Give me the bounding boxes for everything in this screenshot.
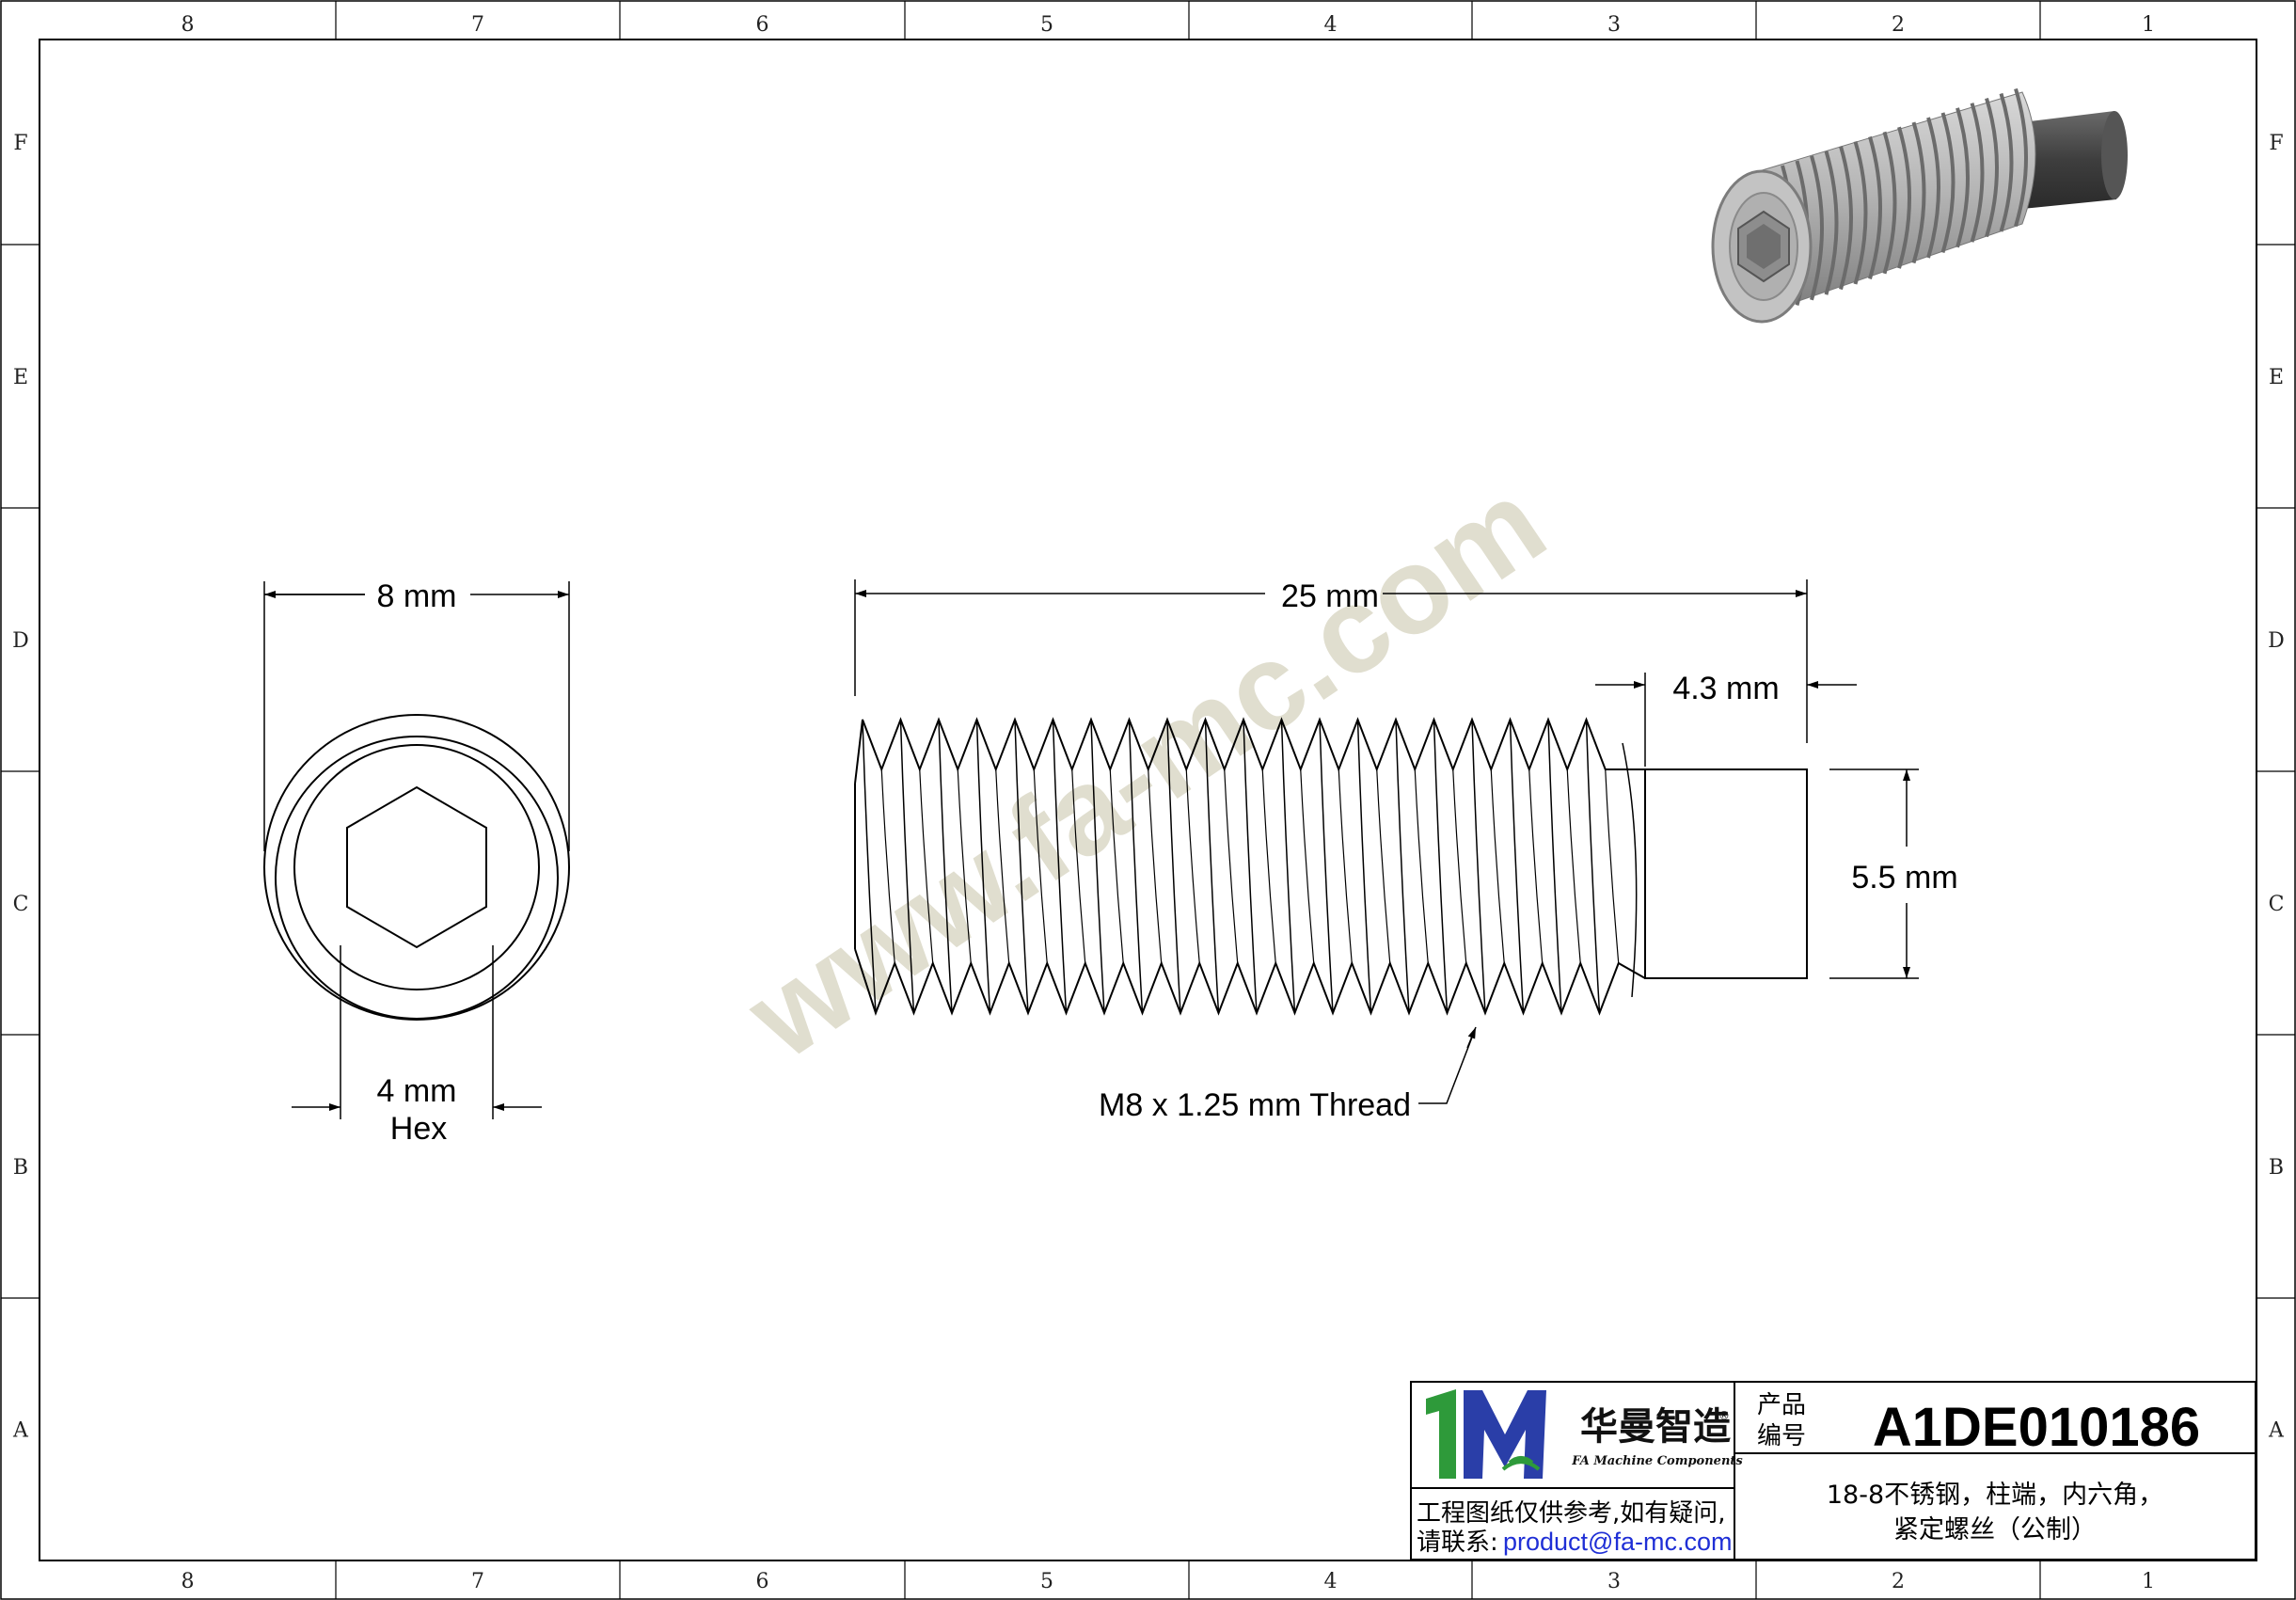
grid-row-label-left: C <box>13 893 29 916</box>
grid-row-label-right: F <box>2269 132 2283 155</box>
point-length-dimension <box>1595 673 1857 767</box>
diameter-dimension <box>263 581 570 851</box>
hex-label: 4 mm <box>377 1073 457 1109</box>
thread-callout-leader <box>1418 1026 1477 1104</box>
grid-row-label-left: E <box>13 366 28 389</box>
diameter-label: 8 mm <box>377 578 457 614</box>
thread-profile <box>854 717 1646 1017</box>
contact-email-link[interactable]: product@fa-mc.com <box>1503 1528 1732 1556</box>
reference-note-line1: 工程图纸仅供参考,如有疑问, <box>1417 1499 1726 1528</box>
grid-row-label-right: B <box>2269 1156 2284 1180</box>
logo-chinese-name: 华曼智造 <box>1580 1405 1731 1449</box>
part-number-label-line1: 产品 <box>1757 1391 1806 1419</box>
grid-column-label-top: 2 <box>1892 13 1905 37</box>
grid-column-label-top: 3 <box>1607 13 1621 37</box>
hex-dimension <box>292 945 542 1119</box>
grid-column-label-top: 6 <box>756 13 769 37</box>
logo-registered-mark: ® <box>1718 1409 1730 1422</box>
part-number: A1DE010186 <box>1873 1397 2200 1458</box>
grid-column-label-top: 1 <box>2142 13 2155 37</box>
grid-column-label-bottom: 6 <box>756 1570 769 1593</box>
point-diameter-dimension <box>1829 768 1919 979</box>
grid-column-label-bottom: 2 <box>1892 1570 1905 1593</box>
reference-note-line2: 请联系: <box>1417 1529 1498 1557</box>
logo-english-name: FA Machine Components <box>1571 1454 1743 1468</box>
length-label: 25 mm <box>1281 578 1379 614</box>
grid-column-label-bottom: 4 <box>1324 1570 1338 1593</box>
grid-column-label-bottom: 8 <box>182 1570 195 1593</box>
description-line2: 紧定螺丝（公制） <box>1893 1515 2097 1545</box>
hex-socket <box>346 785 487 949</box>
grid-row-label-right: A <box>2268 1419 2285 1443</box>
grid-row-label-left: B <box>13 1156 28 1180</box>
set-screw-render <box>1711 87 2128 324</box>
grid-row-label-left: A <box>12 1419 29 1443</box>
grid-column-label-bottom: 7 <box>471 1570 484 1593</box>
grid-row-label-left: F <box>13 132 27 155</box>
side-view: 25 mm 4.3 mm 5.5 mm M8 x 1.25 mm Thread <box>854 578 1958 1123</box>
end-view: 8 mm 4 mm Hex <box>263 578 570 1147</box>
part-number-label-line2: 编号 <box>1757 1422 1806 1450</box>
description-line1: 18-8不锈钢，柱端，内六角， <box>1827 1481 2163 1510</box>
length-dimension <box>854 579 1808 743</box>
dog-point <box>1644 768 1808 979</box>
grid-column-label-top: 7 <box>471 13 484 37</box>
grid-column-label-bottom: 1 <box>2142 1570 2155 1593</box>
title-block: 华曼智造 ® FA Machine Components 产品 编号 A1DE0… <box>1410 1381 2256 1560</box>
grid-column-label-top: 8 <box>182 13 195 37</box>
hex-sublabel: Hex <box>390 1111 447 1147</box>
point-diameter-label: 5.5 mm <box>1851 860 1957 895</box>
grid-column-label-bottom: 3 <box>1607 1570 1621 1593</box>
grid-row-label-left: D <box>12 629 29 653</box>
point-length-label: 4.3 mm <box>1672 671 1779 706</box>
grid-row-label-right: E <box>2269 366 2284 389</box>
grid-column-label-bottom: 5 <box>1040 1570 1053 1593</box>
grid-row-label-right: D <box>2268 629 2285 653</box>
grid-column-label-top: 5 <box>1040 13 1053 37</box>
grid-row-label-right: C <box>2269 893 2285 916</box>
watermark: www.fa-mc.com <box>722 452 1568 1085</box>
company-logo: 华曼智造 ® FA Machine Components <box>1426 1389 1743 1479</box>
grid-column-label-top: 4 <box>1324 13 1338 37</box>
thread-callout: M8 x 1.25 mm Thread <box>1099 1087 1411 1123</box>
